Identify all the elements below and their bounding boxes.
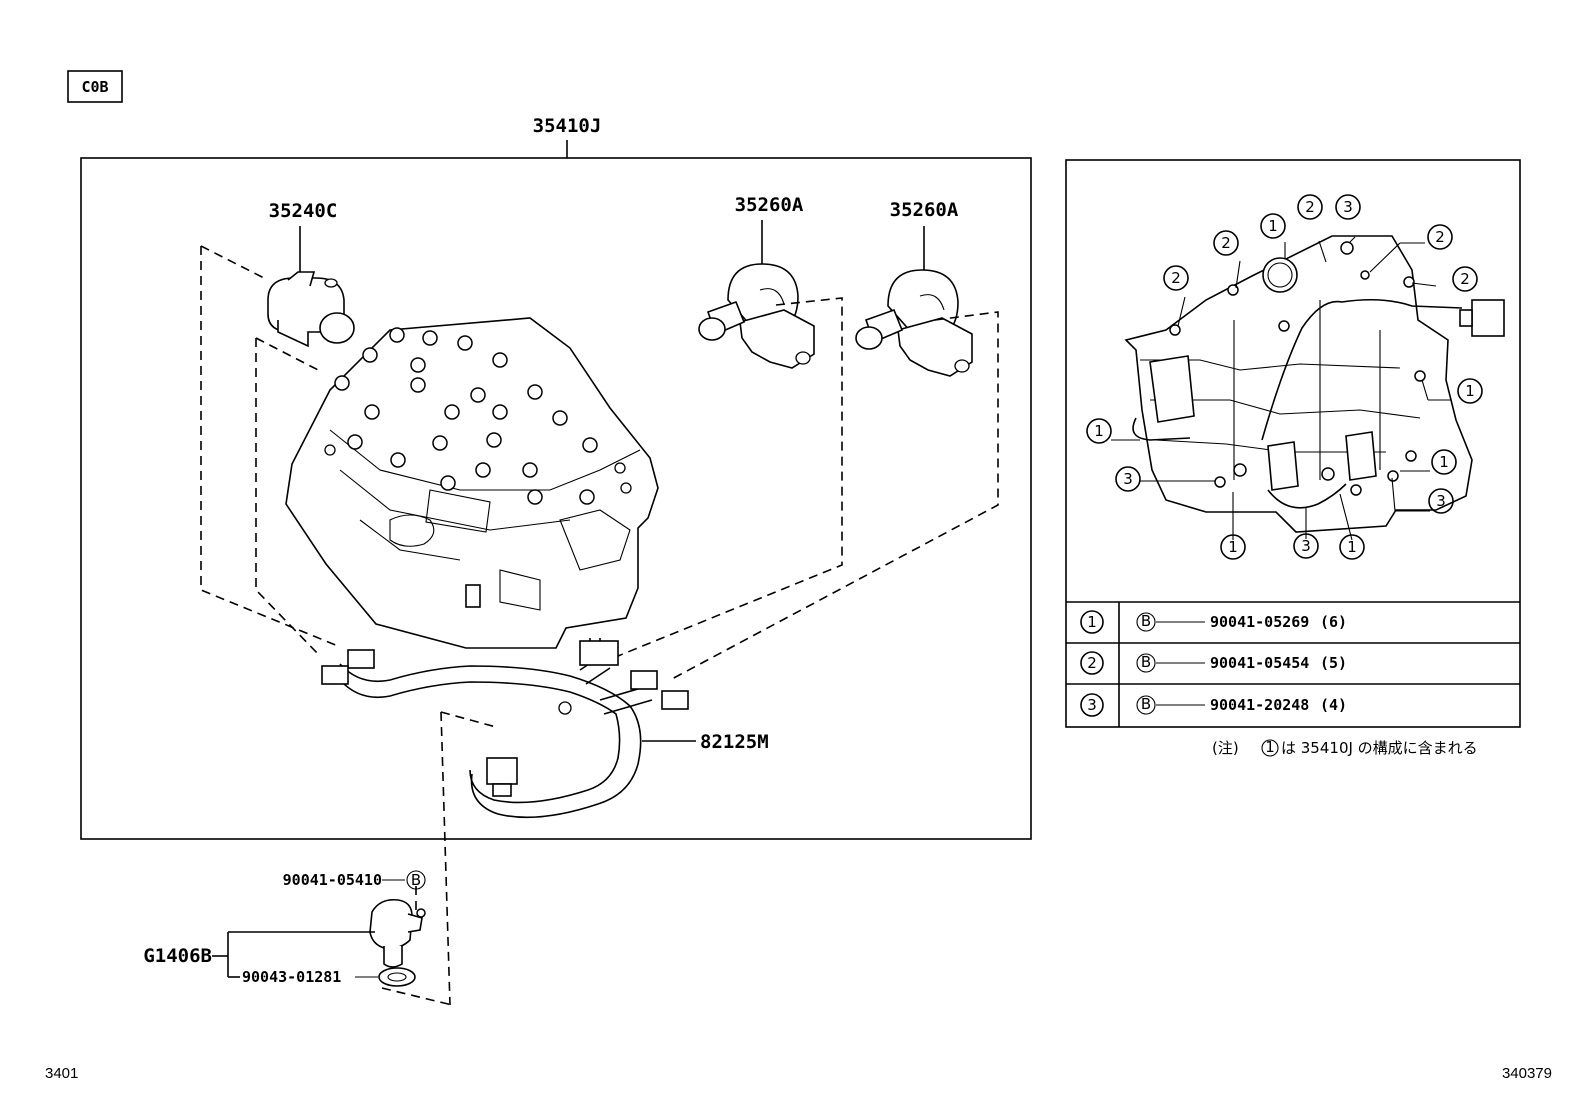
solenoid-2 — [698, 263, 815, 369]
svg-text:90041-05454: 90041-05454 — [1210, 654, 1309, 672]
solenoid-3 — [855, 269, 973, 377]
svg-text:(注): (注) — [1212, 739, 1239, 757]
svg-text:1: 1 — [1265, 738, 1275, 756]
detail-frame — [1065, 159, 1521, 728]
wire-harness — [321, 638, 689, 819]
svg-text:2: 2 — [1435, 228, 1445, 246]
svg-text:3: 3 — [1087, 696, 1097, 714]
svg-text:1: 1 — [1228, 538, 1238, 556]
svg-text:2: 2 — [1305, 198, 1315, 216]
detail-callouts: 1 2 3 2 2 2 2 1 1 3 1 3 1 3 1 — [1086, 194, 1483, 560]
solenoid-1-label: 35240C — [269, 200, 338, 222]
svg-text:B: B — [1141, 695, 1151, 713]
svg-text:90041-05269: 90041-05269 — [1210, 613, 1309, 631]
svg-text:B: B — [411, 871, 421, 889]
solenoid-3-label: 35260A — [890, 199, 959, 221]
svg-text:2: 2 — [1171, 269, 1181, 287]
table-note: (注) 1 は 35410J の構成に含まれる — [1212, 738, 1478, 757]
svg-text:2: 2 — [1460, 270, 1470, 288]
bolt-table-row-2: 2 B 90041-05454 (5) — [1080, 651, 1347, 675]
bolt-table-row-1: 1 B 90041-05269 (6) — [1080, 610, 1347, 634]
solenoid-1 — [267, 271, 355, 348]
assembly-label: 35410J — [533, 115, 602, 137]
svg-text:(5): (5) — [1320, 654, 1347, 672]
svg-text:1: 1 — [1465, 382, 1475, 400]
svg-text:3: 3 — [1436, 492, 1446, 510]
valve-body — [285, 317, 659, 649]
code-box-label: C0B — [81, 78, 108, 96]
speed-sensor — [369, 898, 426, 968]
footer-right: 340379 — [1502, 1065, 1552, 1082]
svg-text:3: 3 — [1301, 537, 1311, 555]
detail-valve-body — [1124, 235, 1505, 533]
svg-text:B: B — [1141, 612, 1151, 630]
svg-text:は 35410J の構成に含まれる: は 35410J の構成に含まれる — [1281, 739, 1478, 757]
guide-lines — [200, 245, 999, 1006]
sensor-bolt-label: 90041-05410 — [283, 871, 382, 889]
sensor-bolt-marker: B — [406, 870, 426, 890]
svg-text:2: 2 — [1221, 234, 1231, 252]
bolt-table-row-3: 3 B 90041-20248 (4) — [1080, 693, 1347, 717]
sensor-oring-label: 90043-01281 — [242, 968, 341, 986]
svg-text:B: B — [1141, 653, 1151, 671]
svg-text:3: 3 — [1123, 470, 1133, 488]
svg-text:(6): (6) — [1320, 613, 1347, 631]
sensor-oring — [378, 967, 416, 987]
footer-left: 3401 — [45, 1065, 78, 1082]
solenoid-2-label: 35260A — [735, 194, 804, 216]
svg-text:2: 2 — [1087, 654, 1097, 672]
svg-text:1: 1 — [1087, 613, 1097, 631]
svg-text:90041-20248: 90041-20248 — [1210, 696, 1309, 714]
svg-text:1: 1 — [1268, 217, 1278, 235]
svg-text:1: 1 — [1094, 422, 1104, 440]
code-box: C0B — [67, 70, 123, 103]
svg-text:3: 3 — [1343, 198, 1353, 216]
svg-text:1: 1 — [1347, 538, 1357, 556]
assembly-frame — [80, 157, 1032, 840]
svg-text:(4): (4) — [1320, 696, 1347, 714]
svg-text:1: 1 — [1439, 453, 1449, 471]
harness-label: 82125M — [700, 731, 769, 753]
sensor-assy-label: G1406B — [143, 945, 212, 967]
